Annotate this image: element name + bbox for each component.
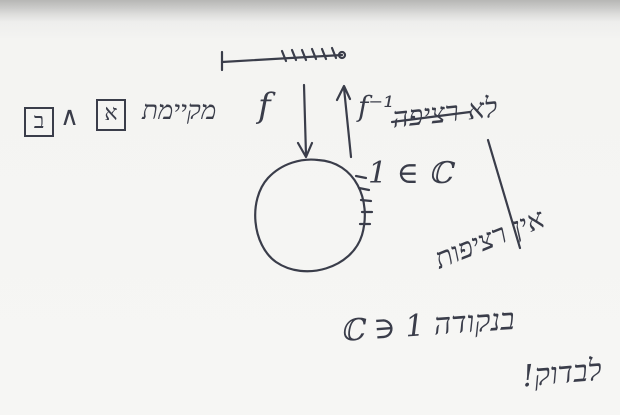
segment-endpoint <box>337 50 347 60</box>
segment-line <box>220 53 344 64</box>
unit-circle <box>254 158 366 273</box>
conjunction-symbol: ∧ <box>60 102 80 132</box>
down-arrow <box>296 83 314 159</box>
segment-hatch <box>280 46 338 63</box>
f-inverse-label: f⁻¹ <box>358 90 395 123</box>
diagonal-line <box>486 138 522 250</box>
top-shadow <box>0 0 620 22</box>
exists-text: מקיימת <box>142 96 217 126</box>
f-label: f <box>258 86 271 126</box>
circle-hatch <box>354 174 374 226</box>
box-letter-bet: ב <box>24 107 54 137</box>
to-check-note: לבדוק! <box>520 352 604 395</box>
element-of-text: 1 ∈ ℂ <box>368 156 453 191</box>
note-underline <box>390 110 472 124</box>
up-arrow <box>335 84 353 159</box>
box-letter-alef: א <box>96 99 126 131</box>
